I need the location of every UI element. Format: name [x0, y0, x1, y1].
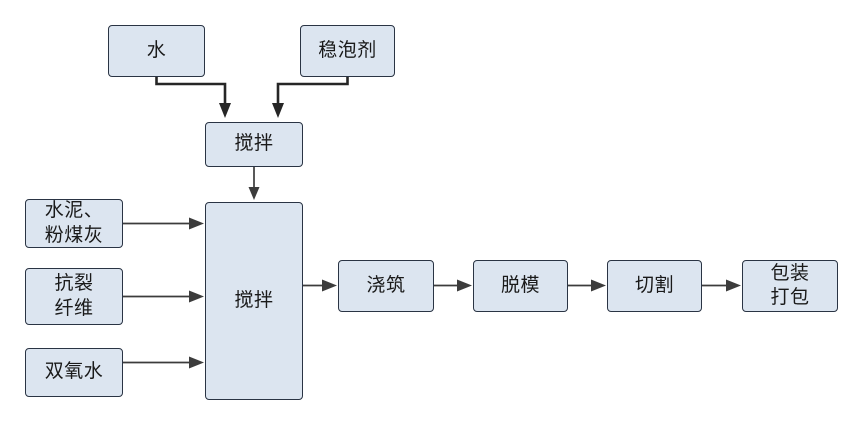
node-peroxide[interactable]: 双氧水 [25, 348, 123, 397]
edge-water-to-mix1 [155, 77, 231, 118]
edge-mix1-to-mix2 [248, 167, 260, 200]
node-demolding[interactable]: 脱模 [473, 260, 568, 312]
edge-demolding-to-cutting [568, 279, 606, 292]
edge-casting-to-demolding [434, 279, 472, 292]
edge-cement-to-mix2 [123, 217, 204, 230]
node-fiber[interactable]: 抗裂 纤维 [25, 268, 123, 325]
edge-cutting-to-packaging [702, 279, 741, 292]
node-mix-2[interactable]: 搅拌 [205, 202, 303, 400]
edge-peroxide-to-mix2 [123, 356, 204, 369]
node-mix-1[interactable]: 搅拌 [205, 122, 303, 167]
node-cutting[interactable]: 切割 [607, 260, 702, 312]
edge-foam-to-mix1 [272, 77, 349, 118]
node-water[interactable]: 水 [108, 25, 205, 77]
node-cement-ash[interactable]: 水泥、 粉煤灰 [25, 199, 123, 248]
edge-mix2-to-casting [303, 279, 337, 292]
node-packaging[interactable]: 包装 打包 [742, 260, 838, 312]
edge-fiber-to-mix2 [123, 290, 204, 303]
node-casting[interactable]: 浇筑 [338, 260, 434, 312]
node-foam-agent[interactable]: 稳泡剂 [300, 25, 395, 77]
